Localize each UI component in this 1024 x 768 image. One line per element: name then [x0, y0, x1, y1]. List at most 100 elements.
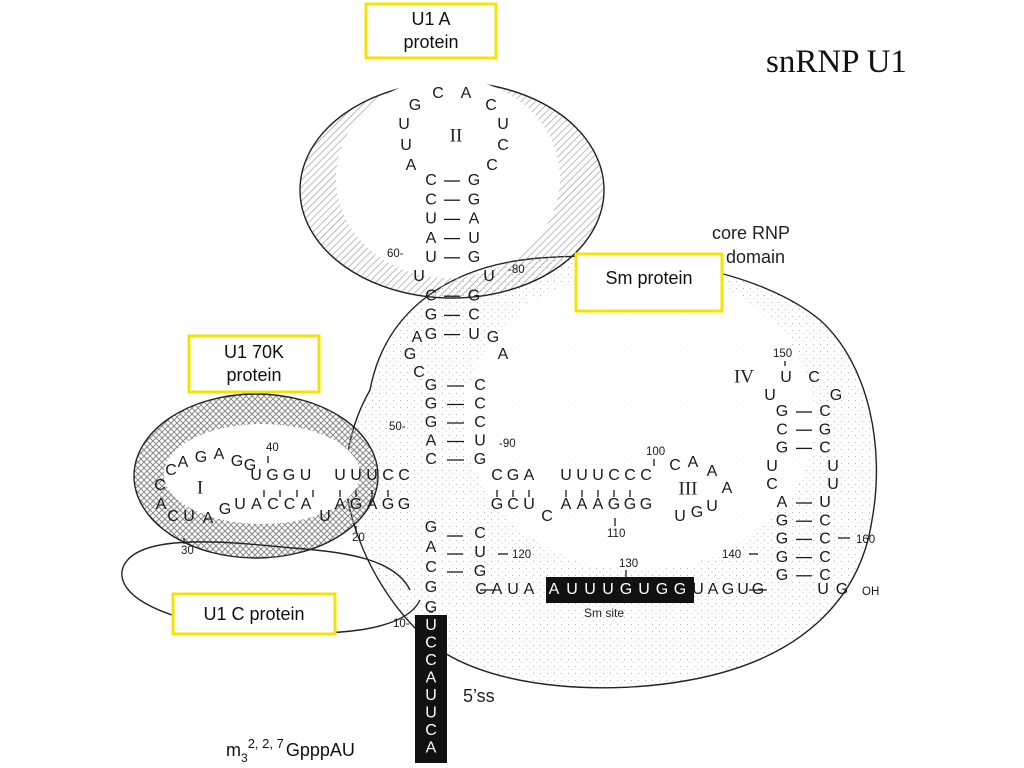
nucleotide: A: [426, 230, 437, 247]
nucleotide: U: [350, 467, 362, 484]
nucleotide: G: [219, 501, 231, 518]
nucleotide: A: [203, 510, 214, 527]
nucleotide: U: [319, 508, 331, 525]
nucleotide: G: [830, 387, 842, 404]
base-pair-bonds: [263, 180, 812, 577]
pos-10: 10-: [393, 618, 410, 630]
nucleotide: A: [561, 496, 572, 513]
nucleotide: G: [836, 581, 848, 598]
nucleotide: A: [469, 211, 480, 228]
nucleotide: U: [560, 467, 572, 484]
nucleotide: G: [425, 307, 437, 324]
nucleotide: C: [425, 722, 437, 739]
nucleotide: A: [708, 581, 719, 598]
nucleotide: U: [827, 476, 839, 493]
nucleotide: C: [167, 508, 179, 525]
nucleotide: C: [486, 157, 498, 174]
nucleotide: G: [266, 467, 278, 484]
core-rnp-label-line1: core RNP: [712, 223, 790, 243]
nucleotide: U: [602, 581, 614, 598]
nucleotide: C: [808, 369, 820, 386]
nucleotide: U: [638, 581, 650, 598]
nucleotide: A: [406, 157, 417, 174]
nucleotide: C: [425, 652, 437, 669]
nucleotide: G: [425, 579, 437, 596]
three-prime-oh: OH: [862, 586, 879, 598]
nucleotide: G: [409, 97, 421, 114]
nucleotide: U: [584, 581, 596, 598]
nucleotide: C: [425, 191, 437, 208]
nucleotide: U: [400, 137, 412, 154]
pos-120: 120: [512, 549, 531, 561]
nucleotide: U: [706, 498, 718, 515]
nucleotide: U: [425, 705, 437, 722]
nucleotide: A: [593, 496, 604, 513]
nucleotide: A: [577, 496, 588, 513]
nucleotide: U: [576, 467, 588, 484]
nucleotide: G: [507, 467, 519, 484]
nucleotide: C: [819, 549, 831, 566]
nucleotide: G: [776, 531, 788, 548]
nucleotide: C: [819, 567, 831, 584]
nucleotide: U: [425, 211, 437, 228]
pos-50: 50-: [389, 421, 406, 433]
nucleotide: C: [669, 457, 681, 474]
pos-110: 110: [607, 528, 625, 540]
core-rnp-region: [345, 255, 878, 689]
nucleotide: C: [497, 137, 509, 154]
u170k-label-line1: U1 70K: [224, 342, 284, 362]
nucleotide: G: [244, 457, 256, 474]
nucleotide: A: [214, 446, 225, 463]
nucleotide: U: [425, 687, 437, 704]
nucleotide: C: [382, 467, 394, 484]
nucleotide: A: [178, 454, 189, 471]
nucleotide: G: [776, 440, 788, 457]
nucleotide: U: [507, 581, 519, 598]
nucleotide: U: [692, 581, 704, 598]
nucleotide: A: [688, 454, 699, 471]
nucleotide: G: [425, 519, 437, 536]
nucleotide: A: [367, 496, 378, 513]
nucleotide: G: [425, 377, 437, 394]
nucleotide: G: [776, 512, 788, 529]
five-prime-end-highlight: [415, 615, 447, 763]
sm-site-label: Sm site: [584, 606, 624, 620]
nucleotide: U: [483, 268, 495, 285]
nucleotide: G: [195, 449, 207, 466]
nucleotide: C: [819, 403, 831, 420]
nucleotide: U: [737, 581, 749, 598]
pos-20: 20: [352, 532, 365, 544]
nucleotide: G: [491, 496, 503, 513]
nucleotide: U: [819, 494, 831, 511]
nucleotide: G: [608, 496, 620, 513]
u1a-protein-region: [299, 81, 605, 299]
core-rnp-label-line2: domain: [726, 247, 785, 267]
nucleotide: U: [234, 496, 246, 513]
pos-100: 100: [646, 446, 665, 458]
nucleotide: G: [350, 496, 362, 513]
nucleotide: C: [474, 377, 486, 394]
stem-ii-label: II: [450, 125, 463, 146]
nucleotide: U: [468, 326, 480, 343]
nucleotide: A: [251, 496, 262, 513]
nucleotide: A: [492, 581, 503, 598]
pos-130: 130: [619, 558, 638, 570]
nucleotide: U: [592, 467, 604, 484]
nucleotide: A: [461, 85, 472, 102]
nucleotide: C: [413, 364, 425, 381]
nucleotide: C: [474, 525, 486, 542]
nucleotide: A: [426, 670, 437, 687]
slide-title: snRNP U1: [766, 44, 907, 80]
nucleotide: C: [819, 512, 831, 529]
nucleotide: U: [474, 433, 486, 450]
nucleotide: U: [566, 581, 578, 598]
nucleotide: A: [156, 496, 167, 513]
nucleotide: C: [640, 467, 652, 484]
nucleotide: A: [498, 346, 509, 363]
nucleotide: C: [284, 496, 296, 513]
sm-callout-box: [574, 252, 724, 313]
nucleotide: C: [819, 440, 831, 457]
nucleotide: C: [165, 462, 177, 479]
nucleotide: A: [777, 494, 788, 511]
u1c-callout-box: [171, 592, 337, 636]
